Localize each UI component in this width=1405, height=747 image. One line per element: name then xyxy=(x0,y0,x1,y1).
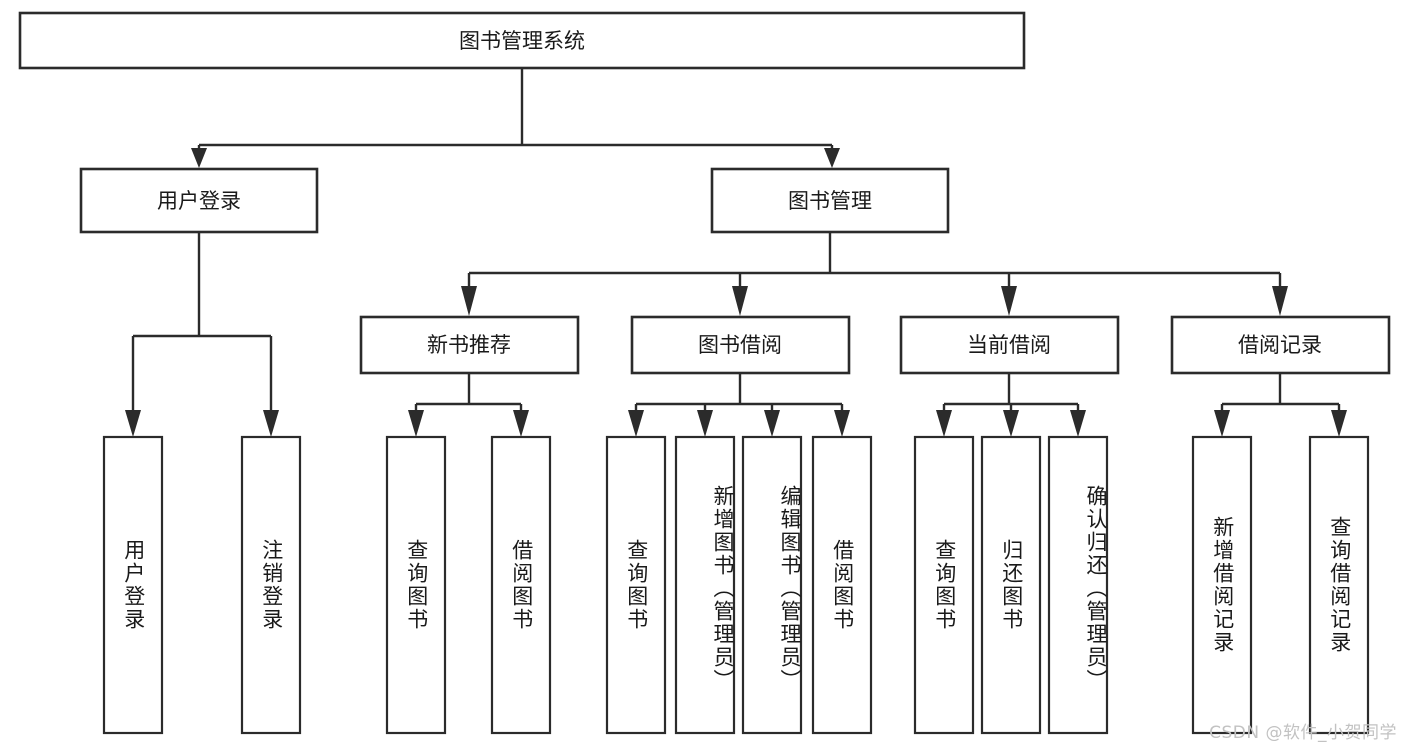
book-management-label: 图书管理 xyxy=(788,189,872,213)
connector-user-login-to-leaves xyxy=(125,232,279,437)
new-book-recommend-box xyxy=(359,315,580,375)
node-root[interactable]: 图书管理系统 xyxy=(18,11,1026,70)
leaf-box-current-3[interactable] xyxy=(1047,435,1109,735)
node-new-book-recommend[interactable]: 新书推荐 xyxy=(359,315,580,375)
connector-borrow-record-to-leaves xyxy=(1214,373,1347,437)
leaf-box-record-2[interactable] xyxy=(1308,435,1370,735)
leaf-box-borrow-1[interactable] xyxy=(605,435,667,735)
root-label: 图书管理系统 xyxy=(459,29,585,53)
leaf-box-user-login-1[interactable] xyxy=(102,435,164,735)
current-borrow-box xyxy=(899,315,1120,375)
leaf-box-borrow-3[interactable] xyxy=(741,435,803,735)
leaf-box-user-login-2[interactable] xyxy=(240,435,302,735)
node-borrow-record[interactable]: 借阅记录 xyxy=(1170,315,1391,375)
node-book-management[interactable]: 图书管理 xyxy=(710,167,950,234)
leaf-box-recommend-2[interactable] xyxy=(490,435,552,735)
borrow-record-label: 借阅记录 xyxy=(1238,333,1322,357)
user-login-box xyxy=(79,167,319,234)
book-borrow-label: 图书借阅 xyxy=(698,333,782,357)
node-book-borrow[interactable]: 图书借阅 xyxy=(630,315,851,375)
root-box xyxy=(18,11,1026,70)
node-user-login[interactable]: 用户登录 xyxy=(79,167,319,234)
user-login-label: 用户登录 xyxy=(157,189,241,213)
leaf-box-current-1[interactable] xyxy=(913,435,975,735)
connector-book-management-to-level3 xyxy=(461,232,1288,316)
leaf-box-borrow-4[interactable] xyxy=(811,435,873,735)
leaf-box-recommend-1[interactable] xyxy=(385,435,447,735)
connector-book-borrow-to-leaves xyxy=(628,373,850,437)
leaf-box-borrow-2[interactable] xyxy=(674,435,736,735)
connector-root-to-level2 xyxy=(191,68,840,168)
leaf-box-record-1[interactable] xyxy=(1191,435,1253,735)
csdn-watermark: CSDN @软件_小贺同学 xyxy=(1209,723,1397,743)
leaf-box-current-2[interactable] xyxy=(980,435,1042,735)
new-book-recommend-label: 新书推荐 xyxy=(427,333,511,357)
current-borrow-label: 当前借阅 xyxy=(967,333,1051,357)
connector-new-book-recommend-to-leaves xyxy=(408,373,529,437)
connector-current-borrow-to-leaves xyxy=(936,373,1086,437)
node-current-borrow[interactable]: 当前借阅 xyxy=(899,315,1120,375)
